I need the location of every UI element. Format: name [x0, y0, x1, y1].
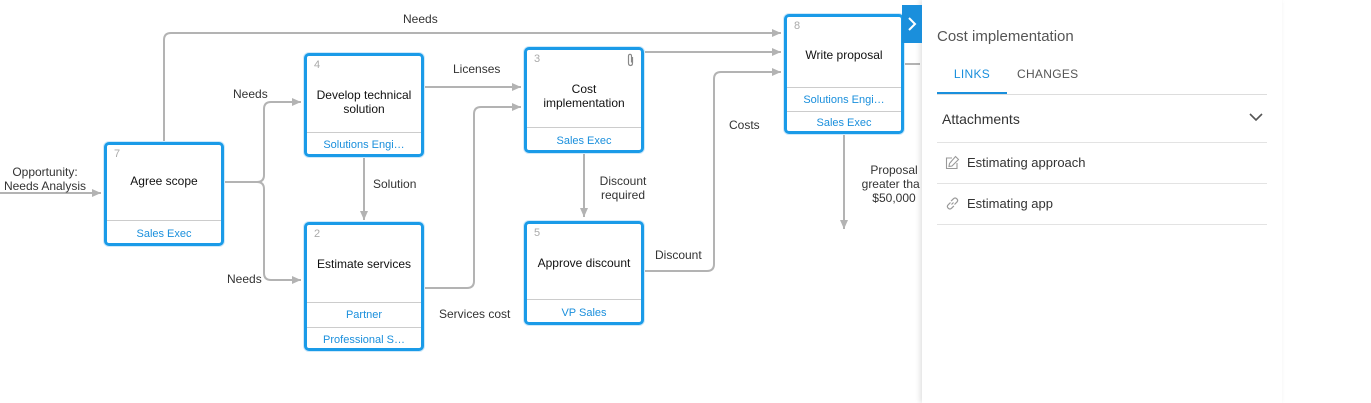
diagram-canvas[interactable]: Opportunity: Needs Analysis Needs Needs …: [0, 0, 920, 403]
connector-label-discount-required: Discount required: [599, 174, 647, 202]
connector-layer: [0, 29, 920, 289]
connector-label-services-cost: Services cost: [439, 307, 511, 321]
connector-services-cost: [424, 103, 521, 289]
chevron-right-icon: [908, 17, 917, 31]
node-agree-scope[interactable]: 7 Agree scope Sales Exec: [104, 142, 224, 246]
node-approve-discount[interactable]: 5 Approve discount VP Sales: [524, 221, 644, 325]
node-number: 4: [314, 59, 321, 71]
node-role: VP Sales: [527, 299, 641, 325]
node-title: Approve discount: [537, 256, 631, 270]
attachment-item[interactable]: Estimating approach: [937, 143, 1267, 184]
node-number: 5: [534, 227, 541, 239]
paperclip-icon[interactable]: [625, 53, 636, 67]
node-title: Agree scope: [130, 174, 198, 188]
node-title: Cost implementation: [543, 82, 625, 110]
node-role: Sales Exec: [787, 111, 901, 134]
attachment-label: Estimating approach: [967, 155, 1086, 170]
chevron-down-icon[interactable]: [1249, 112, 1263, 122]
node-role: Sales Exec: [527, 127, 641, 153]
details-panel: Cost implementation LINKS CHANGES Attach…: [922, 0, 1282, 403]
node-role: Solutions Engi…: [307, 132, 421, 157]
connector-label-proposal: Proposal greater than $50,000: [861, 163, 920, 205]
connector-needs-upper: [224, 98, 301, 183]
connector-label-needs-upper: Needs: [233, 87, 268, 101]
attachment-item[interactable]: Estimating app: [937, 184, 1267, 225]
edit-icon: [945, 155, 960, 170]
node-title: Write proposal: [805, 48, 883, 62]
connector-label-needs-top: Needs: [403, 12, 438, 26]
node-role: Professional S…: [307, 327, 421, 351]
node-title: Develop technical solution: [316, 88, 412, 116]
node-write-proposal[interactable]: 8 Write proposal Solutions Engi… Sales E…: [784, 14, 904, 134]
connector-needs-lower: [224, 181, 301, 284]
node-number: 3: [534, 53, 541, 65]
collapse-panel-button[interactable]: [902, 5, 922, 43]
link-icon: [946, 197, 959, 210]
node-number: 8: [794, 20, 801, 32]
connector-label-discount: Discount: [655, 248, 702, 262]
node-number: 2: [314, 228, 321, 240]
attachments-section-header[interactable]: Attachments: [937, 96, 1267, 143]
tab-changes[interactable]: CHANGES: [1017, 67, 1079, 81]
node-number: 7: [114, 148, 121, 160]
connector-label-costs: Costs: [729, 118, 760, 132]
attachment-label: Estimating app: [967, 196, 1053, 211]
connector-label-needs-lower: Needs: [227, 272, 262, 286]
connector-discount: [644, 68, 781, 272]
node-title: Estimate services: [316, 257, 412, 271]
node-role: Solutions Engi…: [787, 87, 901, 111]
attachments-title: Attachments: [942, 111, 1020, 127]
node-role: Partner: [307, 302, 421, 327]
node-cost-implementation[interactable]: 3 Cost implementation Sales Exec: [524, 47, 644, 153]
connector-label-licenses: Licenses: [453, 62, 501, 76]
node-estimate-services[interactable]: 2 Estimate services Partner Professional…: [304, 222, 424, 351]
tab-links[interactable]: LINKS: [937, 66, 1007, 94]
connector-label-opportunity: Opportunity: Needs Analysis: [3, 165, 87, 193]
connector-label-solution: Solution: [373, 177, 417, 191]
connector-needs-top: [163, 29, 781, 142]
node-develop-technical-solution[interactable]: 4 Develop technical solution Solutions E…: [304, 53, 424, 157]
node-role: Sales Exec: [107, 220, 221, 246]
panel-title: Cost implementation: [937, 28, 1074, 45]
tabs-divider: [937, 94, 1267, 95]
